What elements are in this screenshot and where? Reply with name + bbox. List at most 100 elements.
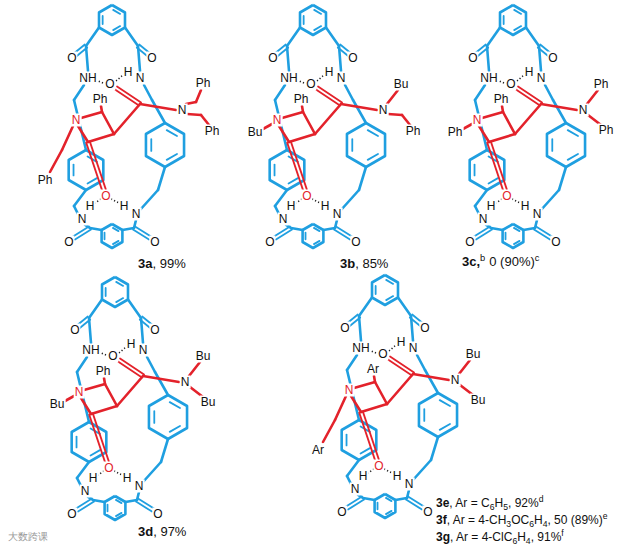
atom-label: O xyxy=(350,236,361,249)
compound-caption: 3c,b0 (90%)c xyxy=(462,254,539,271)
benzene-ring xyxy=(372,275,398,305)
aromatic-bond xyxy=(167,130,177,136)
thread-bond xyxy=(84,384,105,390)
compound-caption: 3d, 97% xyxy=(138,524,186,539)
thread-bond xyxy=(413,374,449,380)
substituent-label: Ph xyxy=(405,125,422,138)
macrocycle-bond xyxy=(89,318,91,343)
aromatic-bond xyxy=(503,16,505,24)
double-bond xyxy=(90,141,106,189)
aromatic-bond xyxy=(489,178,498,183)
atom-label: O xyxy=(69,324,80,337)
substituent-bond xyxy=(323,420,335,442)
substituent-bond xyxy=(65,396,74,401)
compound-label: d xyxy=(539,494,544,504)
thread xyxy=(65,358,203,462)
aromatic-bond xyxy=(104,233,106,239)
substituent-label: Bu xyxy=(465,348,482,361)
atom-label: NH xyxy=(351,342,370,355)
aromatic-bond xyxy=(116,500,122,503)
macrocycle-bond xyxy=(287,46,289,71)
atom-label: N xyxy=(350,483,361,496)
thread-bond xyxy=(482,112,503,118)
double-bond xyxy=(287,143,303,191)
atom-label: N xyxy=(344,384,355,397)
substituent-label: Bu xyxy=(247,126,264,139)
thread-bond xyxy=(289,134,315,142)
macrocycle-bond xyxy=(359,316,361,341)
aromatic-bond xyxy=(386,296,393,300)
double-bond xyxy=(476,230,492,240)
macrocycle-bond xyxy=(475,85,485,100)
atom-label: O xyxy=(550,236,561,249)
compound-label: , Ar = 4-ClC xyxy=(450,530,512,544)
macrocycle-bond xyxy=(359,167,366,190)
aromatic-bond xyxy=(150,139,152,151)
rotaxane-structure xyxy=(65,277,203,520)
thread-bond xyxy=(81,112,102,118)
thread-bond xyxy=(303,112,315,134)
compound-label: H xyxy=(534,513,543,527)
double-bond xyxy=(348,500,364,510)
macrocycle-bond xyxy=(287,28,300,47)
macrocycle-bond xyxy=(161,439,168,462)
compound-number: 3d xyxy=(138,524,153,539)
atom-label: N xyxy=(536,72,547,85)
thread xyxy=(263,86,410,190)
macrocycle xyxy=(69,5,184,248)
aromatic-bond xyxy=(116,513,122,516)
atom-label: O xyxy=(505,78,516,91)
substituent-bond xyxy=(402,115,410,125)
aromatic-bond xyxy=(88,178,97,183)
thread-bond xyxy=(354,382,375,388)
atom-label: N xyxy=(478,213,489,226)
benzene-ring xyxy=(270,150,305,190)
atom-label: O xyxy=(104,78,115,91)
macrocycle xyxy=(342,275,457,518)
macrocycle-bond xyxy=(553,100,566,123)
atom-label: H xyxy=(88,472,99,485)
substituent-label: Ph xyxy=(598,124,615,137)
compound-number: 3c, xyxy=(462,254,480,269)
atom-label: O xyxy=(146,52,157,65)
thread-bond xyxy=(282,112,303,118)
atom-label: O xyxy=(339,322,350,335)
compound-caption: 3e, Ar = C6H5, 92%d xyxy=(436,496,543,512)
benzene-ring xyxy=(300,5,326,35)
double-bond xyxy=(291,141,307,189)
thread-bond xyxy=(302,106,303,112)
atom-label: O xyxy=(347,52,358,65)
substituent-label: Ph xyxy=(195,77,212,90)
atom-label: N xyxy=(135,72,146,85)
rotaxane-structure xyxy=(463,5,601,248)
aromatic-bond xyxy=(368,154,378,160)
aromatic-bond xyxy=(153,411,155,423)
compound-label: b xyxy=(480,253,485,263)
atom-label: N xyxy=(336,72,347,85)
aromatic-bond xyxy=(170,426,180,432)
thread-bond xyxy=(114,104,140,134)
macrocycle-bond xyxy=(147,357,155,372)
aromatic-bond xyxy=(386,511,392,514)
atom-label: O xyxy=(103,462,114,475)
double-bond xyxy=(277,47,288,56)
atom-label: O xyxy=(66,52,77,65)
substituent-label: Ph xyxy=(37,174,54,187)
compound-label: 6 xyxy=(512,536,517,546)
compound-label: 0 (90%) xyxy=(489,254,535,269)
aromatic-bond xyxy=(514,26,521,30)
atom-label: H xyxy=(286,200,297,213)
double-bond xyxy=(76,47,87,56)
macrocycle-bond xyxy=(89,300,102,319)
aromatic-bond xyxy=(102,16,104,24)
double-bond xyxy=(316,90,340,106)
atom-label: O xyxy=(149,236,160,249)
atom-label: H xyxy=(396,336,407,349)
substituent-label: Ph xyxy=(92,93,109,106)
benzene-ring xyxy=(347,123,385,167)
thread-bond xyxy=(541,104,577,110)
thread-bond xyxy=(78,126,88,142)
compound-label: 6 xyxy=(529,519,534,529)
substituent-label: Bu xyxy=(195,350,212,363)
atom-label: O xyxy=(63,236,74,249)
